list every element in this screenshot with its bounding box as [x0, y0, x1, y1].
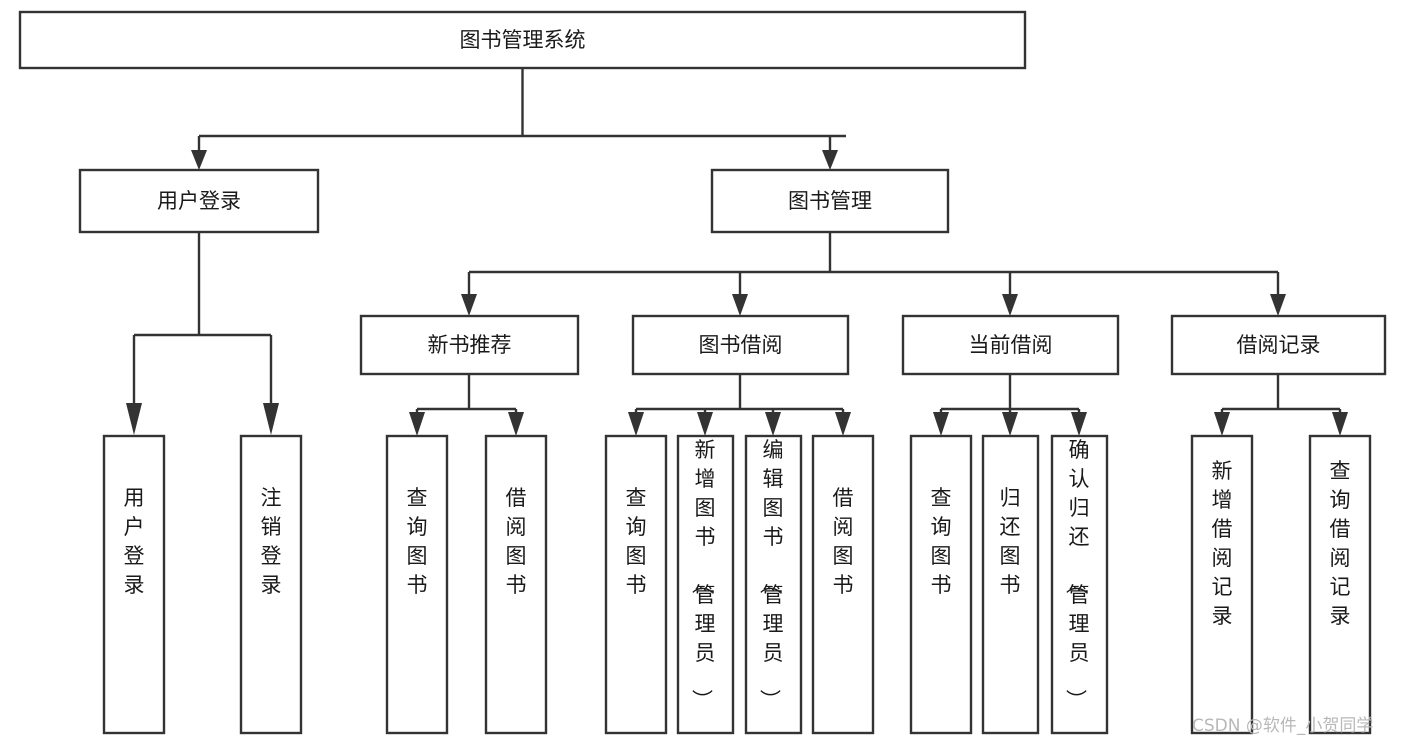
- node-borrow-record-label: 借阅记录: [1237, 333, 1321, 357]
- leaf-book-borrow-1[interactable]: 查询图书: [604, 434, 668, 735]
- arrow-leaf-book-borrow-4: [835, 412, 851, 436]
- node-book-manage-label: 图书管理: [788, 189, 872, 213]
- node-book-borrow-label: 图书借阅: [699, 333, 783, 357]
- leaf-book-borrow-2-label: 新增图书（管理员）: [690, 438, 716, 710]
- leaf-book-borrow-3-box[interactable]: [744, 434, 803, 735]
- leaf-current-borrow-2[interactable]: 归还图书: [981, 434, 1040, 735]
- leaf-borrow-record-1[interactable]: 新增借阅记录: [1190, 434, 1254, 735]
- leaf-current-borrow-3-label: 确认归还（管理员）: [1064, 438, 1090, 710]
- leaf-current-borrow-3-box[interactable]: [1050, 434, 1109, 735]
- arrow-user-login: [191, 150, 207, 170]
- arrow-leaf-current-borrow-2: [1002, 412, 1018, 436]
- node-new-book-recommend-label: 新书推荐: [428, 333, 512, 357]
- leaf-book-borrow-3[interactable]: 编辑图书（管理员）: [744, 434, 803, 735]
- leaf-current-borrow-2-label: 归还图书: [1000, 486, 1021, 597]
- node-current-borrow-box[interactable]: [901, 314, 1120, 376]
- node-book-manage-box[interactable]: [710, 168, 950, 234]
- arrow-new-book: [461, 294, 477, 316]
- node-user-login[interactable]: 用户登录: [78, 168, 320, 234]
- leaf-new-book-2[interactable]: 借阅图书: [484, 434, 548, 735]
- leaf-user-login-1-label: 用户登录: [124, 486, 145, 597]
- leaf-book-borrow-1-box[interactable]: [604, 434, 668, 735]
- arrow-leaf-book-borrow-2: [697, 412, 713, 436]
- node-current-borrow[interactable]: 当前借阅: [901, 314, 1120, 376]
- leaf-book-borrow-1-label: 查询图书: [626, 486, 647, 597]
- leaf-borrow-record-2[interactable]: 查询借阅记录: [1308, 434, 1372, 735]
- node-root-label: 图书管理系统: [460, 28, 586, 52]
- leaf-new-book-1-box[interactable]: [385, 434, 449, 735]
- arrow-leaf-current-borrow-3: [1071, 412, 1087, 436]
- leaf-book-borrow-2[interactable]: 新增图书（管理员）: [676, 434, 735, 735]
- leaf-book-borrow-4-label: 借阅图书: [833, 486, 854, 597]
- leaf-borrow-record-2-box[interactable]: [1308, 434, 1372, 735]
- leaf-borrow-record-2-label: 查询借阅记录: [1330, 459, 1351, 628]
- node-book-manage[interactable]: 图书管理: [710, 168, 950, 234]
- arrow-leaf-book-borrow-3: [765, 412, 781, 436]
- leaf-book-borrow-4-box[interactable]: [811, 434, 875, 735]
- leaf-new-book-2-box[interactable]: [484, 434, 548, 735]
- leaf-book-borrow-2-box[interactable]: [676, 434, 735, 735]
- arrow-leaf-new-book-1: [409, 412, 425, 436]
- node-new-book-recommend-box[interactable]: [359, 314, 580, 376]
- leaf-current-borrow-2-box[interactable]: [981, 434, 1040, 735]
- node-user-login-box[interactable]: [78, 168, 320, 234]
- node-borrow-record[interactable]: 借阅记录: [1170, 314, 1387, 376]
- leaf-user-login-1[interactable]: 用户登录: [102, 434, 166, 735]
- arrow-leaf-new-book-2: [508, 412, 524, 436]
- leaf-current-borrow-1-box[interactable]: [909, 434, 973, 735]
- node-new-book-recommend[interactable]: 新书推荐: [359, 314, 580, 376]
- node-book-borrow[interactable]: 图书借阅: [631, 314, 850, 376]
- leaf-current-borrow-1[interactable]: 查询图书: [909, 434, 973, 735]
- leaf-new-book-2-label: 借阅图书: [506, 486, 527, 597]
- arrow-leaf-book-borrow-1: [628, 412, 644, 436]
- node-root[interactable]: 图书管理系统: [18, 10, 1027, 70]
- arrow-current-borrow: [1002, 294, 1018, 316]
- arrow-borrow-record: [1270, 294, 1286, 316]
- arrow-leaf-user-login-1: [126, 403, 142, 435]
- node-book-borrow-box[interactable]: [631, 314, 850, 376]
- csdn-watermark: CSDN @软件_小贺同学: [1192, 716, 1373, 736]
- node-user-login-label: 用户登录: [157, 189, 241, 213]
- leaf-book-borrow-3-label: 编辑图书（管理员）: [758, 438, 784, 710]
- leaf-book-borrow-4[interactable]: 借阅图书: [811, 434, 875, 735]
- arrow-leaf-borrow-record-1: [1214, 412, 1230, 436]
- arrow-leaf-current-borrow-1: [933, 412, 949, 436]
- leaf-new-book-1-label: 查询图书: [407, 486, 428, 597]
- node-root-box[interactable]: [18, 10, 1027, 70]
- leaf-user-login-2-label: 注销登录: [261, 486, 282, 597]
- arrow-leaf-user-login-2: [263, 403, 279, 435]
- leaf-new-book-1[interactable]: 查询图书: [385, 434, 449, 735]
- leaf-user-login-2[interactable]: 注销登录: [239, 434, 303, 735]
- leaf-current-borrow-3[interactable]: 确认归还（管理员）: [1050, 434, 1109, 735]
- arrow-book-borrow: [732, 294, 748, 316]
- leaf-borrow-record-1-box[interactable]: [1190, 434, 1254, 735]
- edge-layer: [126, 68, 1348, 436]
- leaf-user-login-2-box[interactable]: [239, 434, 303, 735]
- leaf-current-borrow-1-label: 查询图书: [931, 486, 952, 597]
- leaf-borrow-record-1-label: 新增借阅记录: [1212, 459, 1233, 628]
- leaf-user-login-1-box[interactable]: [102, 434, 166, 735]
- node-current-borrow-label: 当前借阅: [969, 333, 1053, 357]
- arrow-book-manage: [822, 150, 838, 170]
- arrow-leaf-borrow-record-2: [1332, 412, 1348, 436]
- node-borrow-record-box[interactable]: [1170, 314, 1387, 376]
